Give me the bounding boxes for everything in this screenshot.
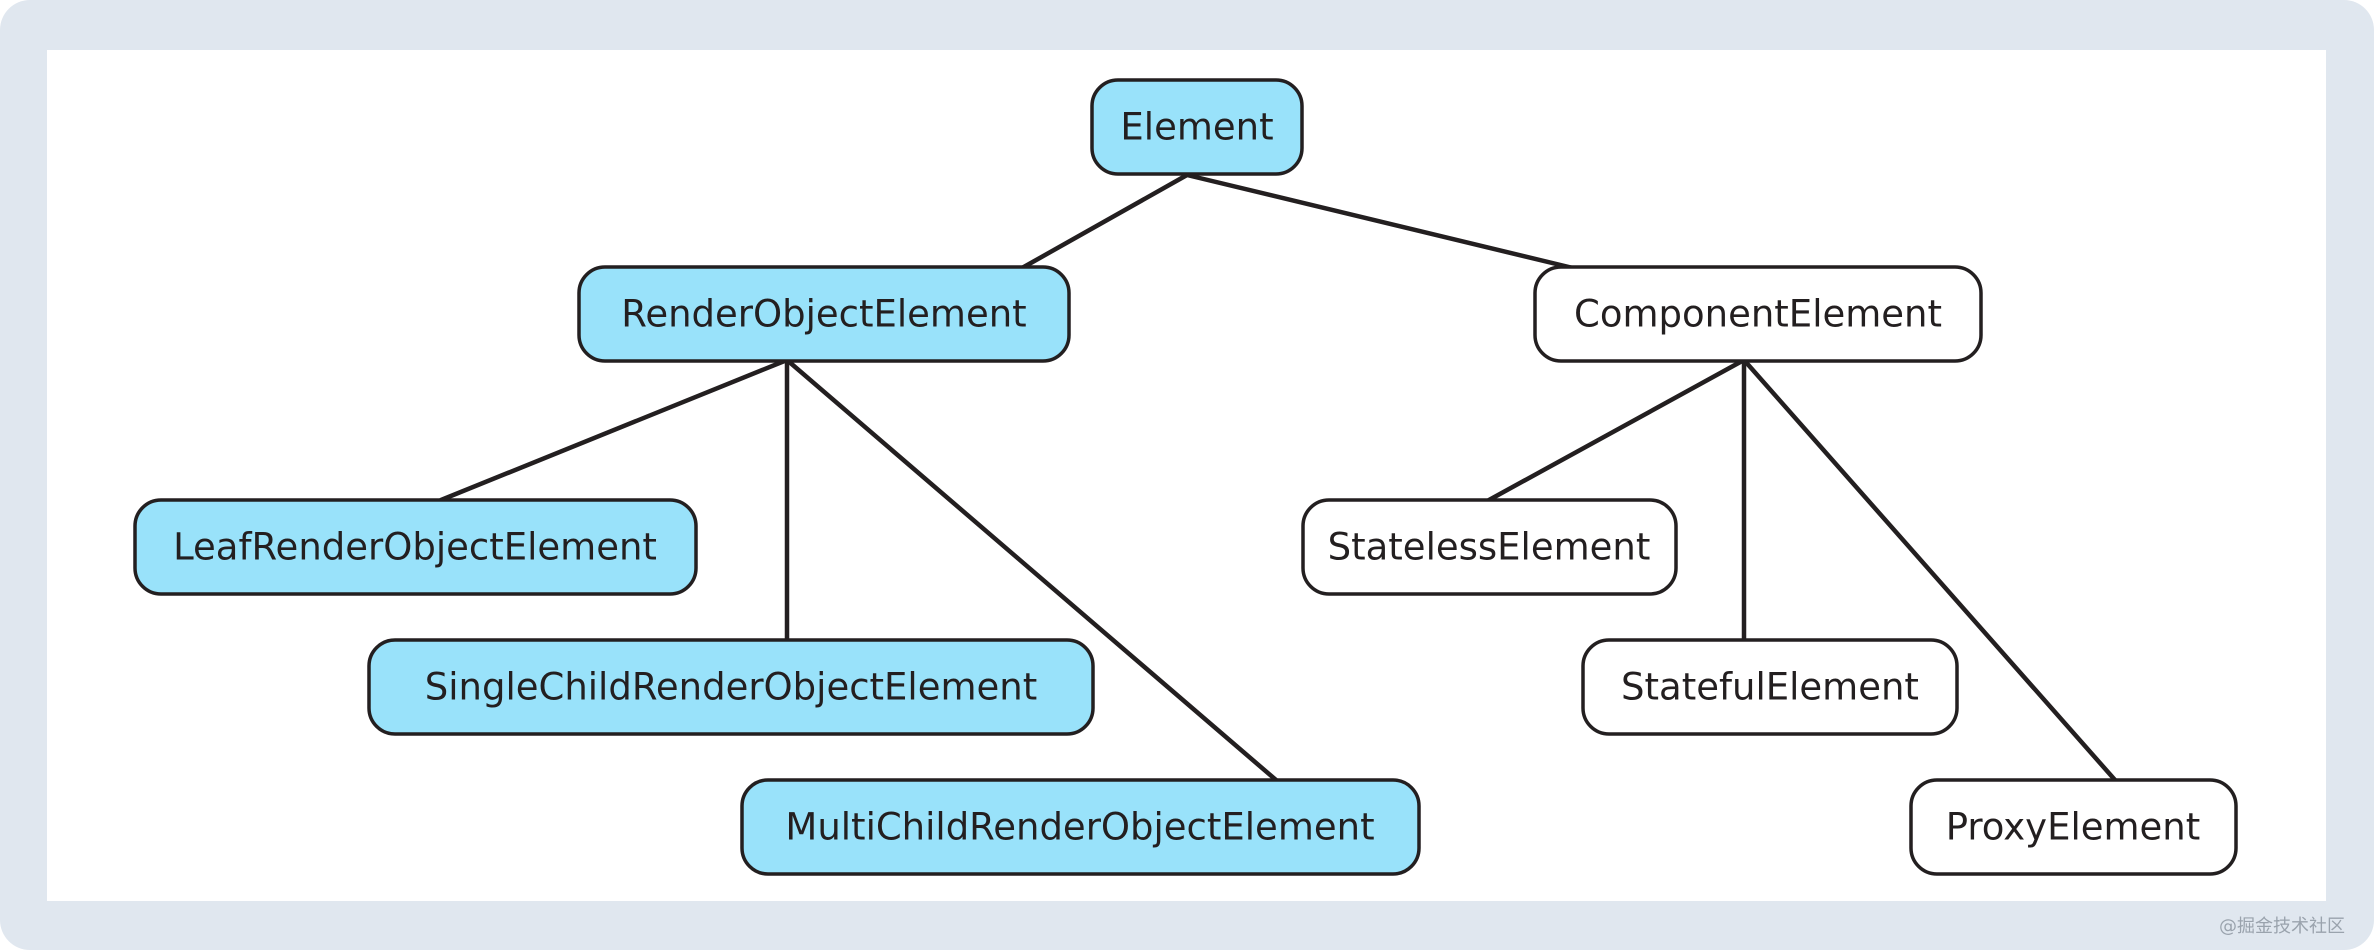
- node-leaf-render-object-element: LeafRenderObjectElement: [133, 498, 698, 596]
- node-stateful-element-label: StatefulElement: [1621, 666, 1919, 709]
- node-proxy-element-label: ProxyElement: [1946, 806, 2201, 849]
- node-leaf-render-object-element-label: LeafRenderObjectElement: [173, 526, 657, 569]
- node-stateless-element-label: StatelessElement: [1328, 526, 1651, 569]
- edge-element-renderobjectelement: [1019, 172, 1190, 271]
- node-stateless-element: StatelessElement: [1301, 498, 1678, 596]
- watermark: @掘金技术社区: [2219, 916, 2345, 937]
- edge-componentelement-proxyelement: [1741, 357, 2118, 783]
- edge-element-componentelement: [1184, 172, 1576, 271]
- diagram-canvas: [47, 50, 2326, 901]
- node-render-object-element: RenderObjectElement: [577, 265, 1071, 363]
- edge-renderobjectelement-leafrenderobjectelement: [438, 357, 790, 503]
- node-component-element: ComponentElement: [1533, 265, 1983, 363]
- node-single-child-render-object-element: SingleChildRenderObjectElement: [367, 638, 1095, 736]
- node-proxy-element: ProxyElement: [1909, 778, 2238, 876]
- node-render-object-element-label: RenderObjectElement: [621, 293, 1026, 336]
- edges: [438, 172, 2118, 783]
- node-component-element-label: ComponentElement: [1574, 293, 1942, 336]
- node-element: Element: [1090, 78, 1304, 176]
- edge-componentelement-statelesselement: [1486, 357, 1747, 503]
- node-stateful-element: StatefulElement: [1581, 638, 1959, 736]
- node-element-label: Element: [1120, 106, 1273, 149]
- node-multi-child-render-object-element-label: MultiChildRenderObjectElement: [785, 806, 1374, 849]
- edge-renderobjectelement-multichildrenderobjectelement: [784, 357, 1279, 783]
- node-multi-child-render-object-element: MultiChildRenderObjectElement: [740, 778, 1421, 876]
- node-single-child-render-object-element-label: SingleChildRenderObjectElement: [425, 666, 1038, 709]
